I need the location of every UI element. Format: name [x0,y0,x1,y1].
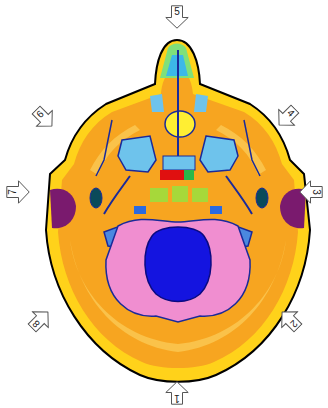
direction-arrow: 6 [27,101,61,135]
vessel-line [244,120,260,176]
direction-arrow: 7 [6,180,30,204]
brainstem-region [145,227,211,302]
vessel-line [96,120,112,176]
direction-arrow: 2 [273,303,307,337]
direction-arrow: 3 [299,180,323,204]
central-region [163,156,195,170]
vessel-line [134,206,146,214]
central-region [160,170,184,180]
skin-outline [46,40,310,382]
callout-number: 3 [310,180,323,204]
sinus-region [200,136,238,172]
sinus-region [194,94,208,112]
vessel-line [226,176,252,214]
central-region [150,188,168,202]
central-region [192,188,208,202]
central-region [172,186,188,202]
callout-number: 5 [165,5,189,18]
direction-arrow: 5 [165,5,189,29]
arrow-shape [7,181,29,203]
sinus-region [150,94,164,112]
nasal-region [165,111,195,137]
direction-arrow: 1 [165,381,189,405]
callout-number: 7 [6,180,19,204]
arrow-shape [166,6,188,28]
direction-arrow: 4 [270,100,304,134]
direction-arrow: 8 [23,303,57,337]
central-region [184,170,194,180]
sinus-region [118,136,156,172]
midline [177,50,179,162]
ear-region [50,189,76,228]
vessel-line [104,176,130,214]
vessel-line [210,206,222,214]
canal-region [90,188,102,208]
cerebellum-region [106,219,250,322]
callout-number: 1 [165,392,189,405]
canal-region [256,188,268,208]
arrow-shape [166,382,188,404]
arrow-shape [300,181,322,203]
